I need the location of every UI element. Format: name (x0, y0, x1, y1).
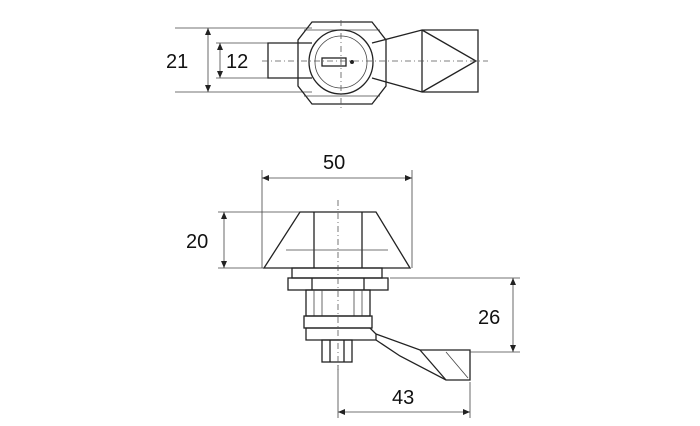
top-view: 21 12 (166, 20, 488, 108)
dimension-26: 26 (478, 307, 500, 329)
dimension-21: 21 (166, 51, 188, 73)
dimension-20: 20 (186, 231, 208, 253)
dimension-12: 12 (226, 51, 248, 73)
front-view: 50 20 (186, 152, 520, 418)
dimension-50: 50 (323, 152, 345, 174)
dimension-43: 43 (392, 387, 414, 409)
